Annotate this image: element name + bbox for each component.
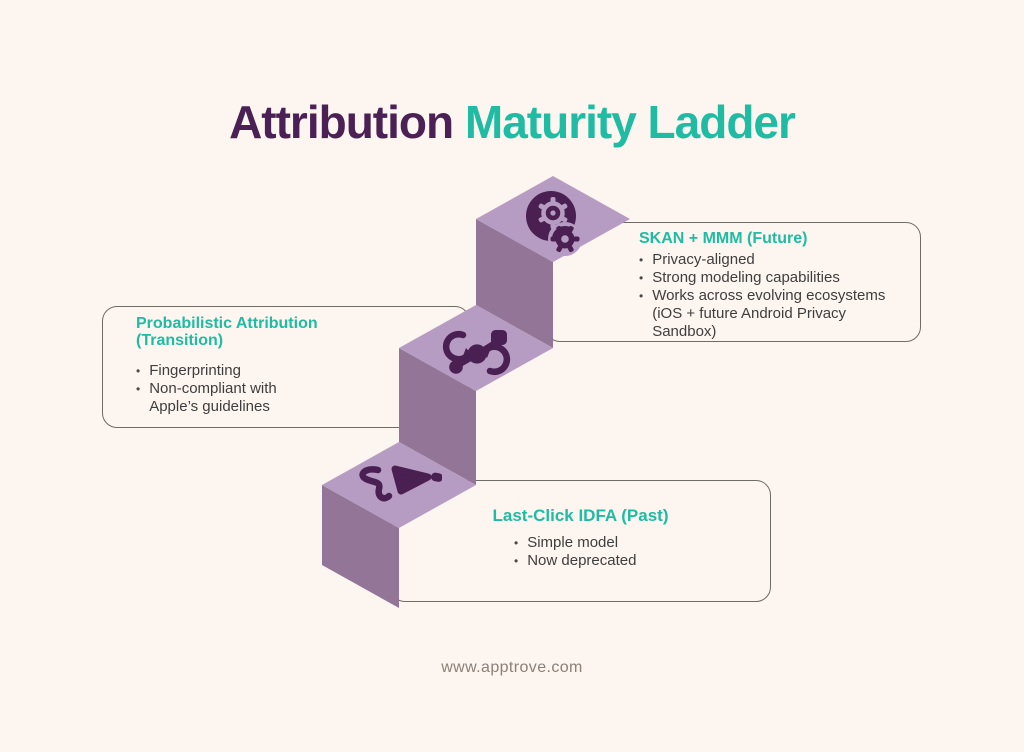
bullet-item: Strong modeling capabilities (639, 269, 897, 287)
step-bullets-transition: Fingerprinting Non-compliant with Apple’… (136, 362, 321, 416)
callout-future-content: SKAN + MMM (Future) Privacy-aligned Stro… (639, 230, 901, 341)
step-bullets-future: Privacy-aligned Strong modeling capabili… (639, 251, 897, 341)
website-url: www.apptrove.com (441, 659, 583, 676)
step-bullets-past: Simple model Now deprecated (514, 534, 684, 570)
step-heading-future: SKAN + MMM (Future) (639, 230, 808, 247)
step-heading-transition: Probabilistic Attribution (Transition) (136, 315, 318, 349)
bullet-item: Privacy-aligned (639, 251, 897, 269)
page-title: Attribution Maturity Ladder (0, 95, 1024, 149)
title-word-attribution: Attribution (229, 95, 454, 148)
bullet-item: Now deprecated (514, 552, 684, 570)
title-words-maturity-ladder: Maturity Ladder (464, 95, 796, 148)
step-heading-past: Last-Click IDFA (Past) (492, 506, 669, 525)
callout-transition-content: Probabilistic Attribution (Transition) F… (136, 315, 356, 416)
callout-future: SKAN + MMM (Future) Privacy-aligned Stro… (545, 222, 921, 342)
bullet-item: Non-compliant with Apple’s guidelines (136, 380, 321, 416)
bullet-item: Works across evolving ecosystems (iOS + … (639, 287, 897, 341)
callout-past: Last-Click IDFA (Past) Simple model Now … (390, 480, 771, 602)
step-side-face-future (476, 219, 553, 348)
callout-past-content: Last-Click IDFA (Past) Simple model Now … (391, 507, 770, 570)
bullet-item: Simple model (514, 534, 684, 552)
callout-transition: Probabilistic Attribution (Transition) F… (102, 306, 470, 428)
bullet-item: Fingerprinting (136, 362, 321, 380)
step-side-face-past (322, 485, 399, 608)
